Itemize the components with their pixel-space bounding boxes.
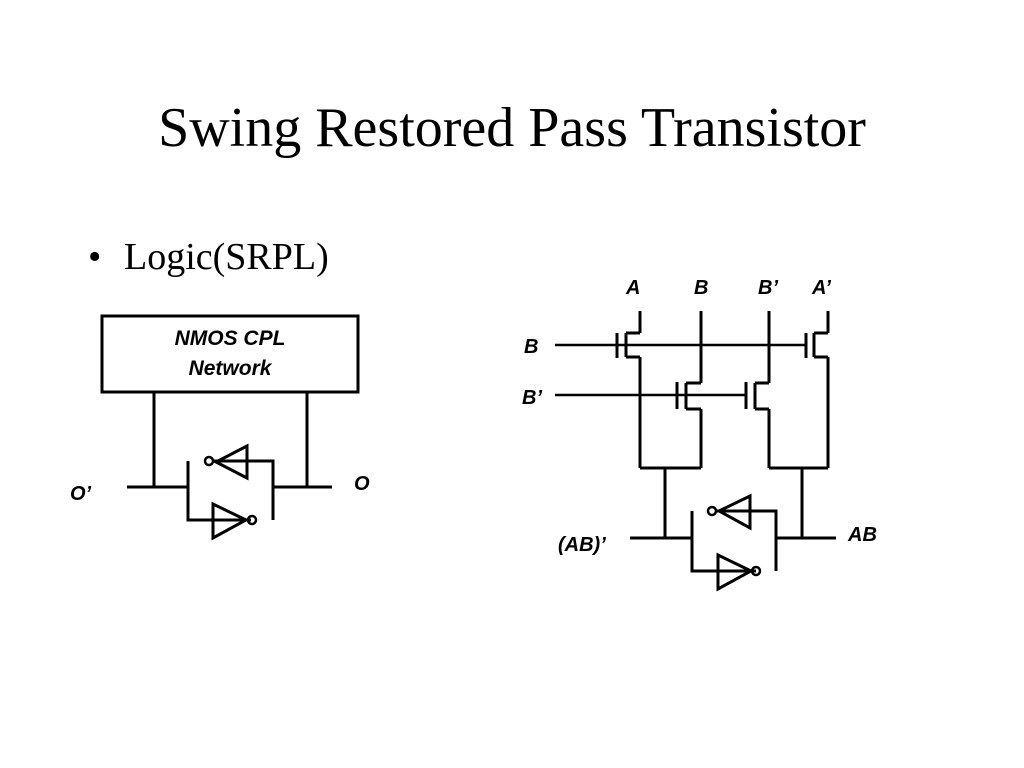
left-wires <box>127 392 332 522</box>
block-label-line2: Network <box>189 357 273 380</box>
bullet-text: Logic(SRPL) <box>124 236 329 278</box>
input-label-b: B <box>694 277 708 299</box>
nmos-transistor-3-icon <box>744 311 771 468</box>
nmos-transistor-2-icon <box>675 311 703 468</box>
right-wires <box>630 466 836 573</box>
left-inverter-top-icon <box>203 443 249 481</box>
nmos-transistor-4-icon <box>804 311 830 468</box>
gate-lines <box>555 343 806 397</box>
input-label-a-bar: A’ <box>811 277 831 299</box>
left-circuit: NMOS CPL Network O’ O <box>70 314 370 541</box>
input-label-b-bar: B’ <box>758 277 778 299</box>
left-inverter-bottom-icon <box>211 501 258 541</box>
nmos-transistor-1-icon <box>615 311 642 468</box>
gate-label-b-bar: B’ <box>522 387 542 409</box>
input-label-a: A <box>625 277 640 299</box>
bullet-item: • Logic(SRPL) <box>88 238 329 276</box>
block-label-line1: NMOS CPL <box>175 327 286 350</box>
right-circuit: A B B’ A’ B B’ <box>522 277 877 592</box>
gate-label-b: B <box>524 336 538 358</box>
right-inverter-bottom-icon <box>716 552 762 592</box>
output-label-ab-bar: (AB)’ <box>558 534 606 556</box>
bullet-dot: • <box>88 236 102 278</box>
output-label-left: O’ <box>70 483 92 505</box>
output-label-ab: AB <box>847 524 877 546</box>
right-inverter-top-icon <box>706 493 752 531</box>
output-label-right: O <box>354 473 370 495</box>
slide-title: Swing Restored Pass Transistor <box>158 97 866 159</box>
nmos-cpl-block <box>100 314 360 394</box>
